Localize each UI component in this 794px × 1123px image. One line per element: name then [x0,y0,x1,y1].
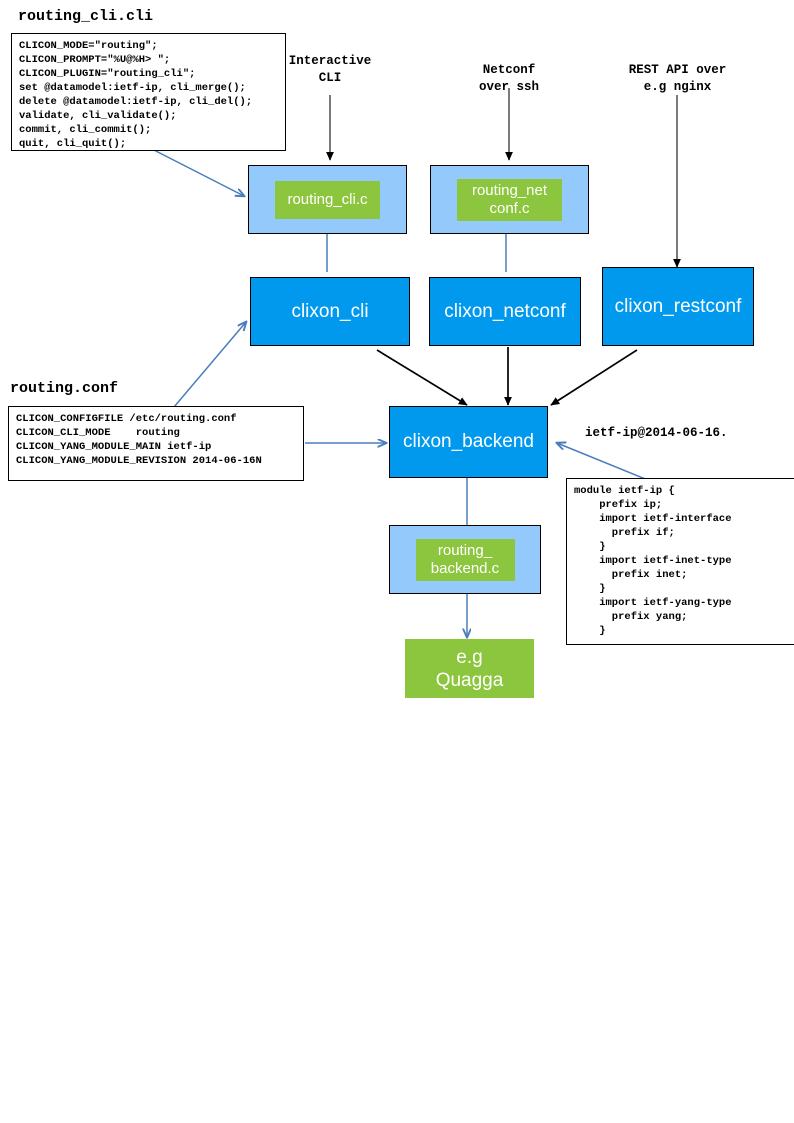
conf-file-line: CLICON_CLI_MODE routing [16,427,180,439]
cli-file-line: CLICON_MODE="routing"; [19,40,158,52]
yang-file-line: import ietf-yang-type [574,597,732,609]
entrypoint-interactive-cli-label: Interactive CLI [288,54,372,85]
yang-file-line: } [574,541,606,553]
cli-file-line: delete @datamodel:ietf-ip, cli_del(); [19,96,253,108]
daemon-clixon-netconf[interactable]: clixon_netconf [429,277,581,346]
plugin-routing-netconf-c[interactable]: routing_net conf.c [457,178,562,221]
routing-daemon-quagga[interactable]: e.g Quagga [405,639,534,698]
yang-file-line: import ietf-interface [574,513,732,525]
yang-file-line: prefix if; [574,527,675,539]
daemon-clixon-netconf-label: clixon_netconf [444,300,566,322]
yang-file-line: prefix ip; [574,499,663,511]
conf-file-box: CLICON_CONFIGFILE /etc/routing.conf CLIC… [8,406,304,481]
cli-file-box: CLICON_MODE="routing"; CLICON_PROMPT="%U… [11,33,286,151]
cli-file-line: CLICON_PROMPT="%U@%H> "; [19,54,171,66]
yang-file-line: import ietf-inet-type [574,555,732,567]
plugin-container-cli[interactable]: routing_cli.c [248,165,407,234]
arrow-restconf-to-backend [550,349,638,406]
arrow-cli-to-backend [376,349,468,406]
yang-file-line: prefix yang; [574,611,688,623]
cli-file-line: quit, cli_quit(); [19,138,127,150]
yang-file-line: } [574,625,606,637]
yang-file-line: } [574,583,606,595]
daemon-clixon-restconf-label: clixon_restconf [614,295,742,317]
cli-file-line: set @datamodel:ietf-ip, cli_merge(); [19,82,246,94]
yang-file-line: prefix inet; [574,569,688,581]
conf-file-title: routing.conf [10,380,119,397]
yang-file-box: module ietf-ip { prefix ip; import ietf-… [566,478,794,645]
cli-file-title: routing_cli.cli [18,8,154,25]
cli-file-line: validate, cli_validate(); [19,110,177,122]
arrow-clifile-to-routing-cli-c [147,146,244,196]
conf-file-line: CLICON_YANG_MODULE_REVISION 2014-06-16N [16,455,262,467]
conf-file-line: CLICON_YANG_MODULE_MAIN ietf-ip [16,441,212,453]
yang-file-line: module ietf-ip { [574,485,675,497]
plugin-container-netconf[interactable]: routing_net conf.c [430,165,589,234]
conf-file-line: CLICON_CONFIGFILE /etc/routing.conf [16,413,237,425]
plugin-container-backend[interactable]: routing_ backend.c [389,525,541,594]
entrypoint-netconf-label: Netconf over ssh [478,63,539,94]
daemon-clixon-backend-label: clixon_backend [403,431,534,452]
cli-file-line: CLICON_PLUGIN="routing_cli"; [19,68,196,80]
plugin-routing-cli-c[interactable]: routing_cli.c [275,180,380,219]
yang-module-label: ietf-ip@2014-06-16. [585,426,728,440]
daemon-clixon-restconf[interactable]: clixon_restconf [602,267,754,346]
daemon-clixon-backend[interactable]: clixon_backend [389,406,548,478]
daemon-clixon-cli-label: clixon_cli [291,300,369,322]
cli-file-line: commit, cli_commit(); [19,124,152,136]
daemon-clixon-cli[interactable]: clixon_cli [250,277,410,346]
entrypoint-rest-api-label: REST API over e.g nginx [628,63,727,94]
plugin-routing-backend-c[interactable]: routing_ backend.c [415,538,515,581]
routing-daemon-quagga-label: e.g Quagga [435,646,504,691]
